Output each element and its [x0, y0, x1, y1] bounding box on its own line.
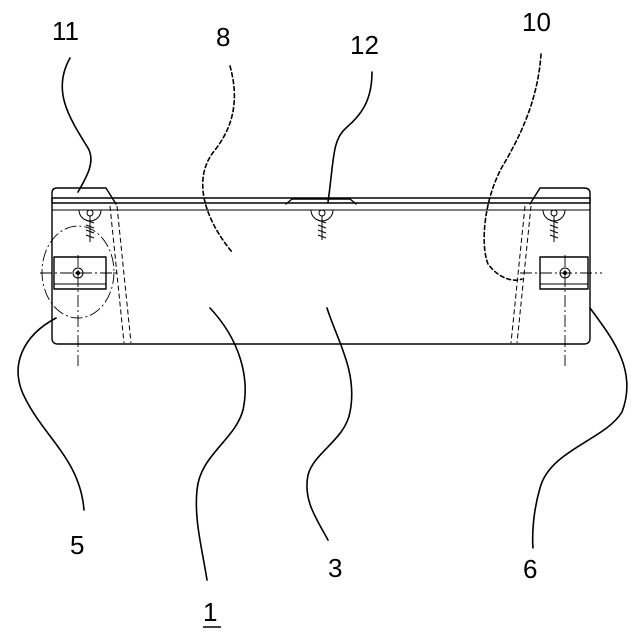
- leader-12: [328, 72, 372, 202]
- left-end-cap: [52, 188, 116, 204]
- label-11: 11: [52, 16, 79, 46]
- leader-11: [62, 58, 91, 192]
- left-hidden-wall-inner: [117, 206, 131, 343]
- body-outline: [52, 198, 590, 344]
- right-hidden-wall-inner: [511, 206, 525, 343]
- label-1: 1: [203, 597, 217, 627]
- leader-3: [307, 308, 352, 540]
- screw-right: [543, 210, 565, 242]
- label-12: 12: [350, 30, 379, 60]
- leader-10: [484, 54, 541, 280]
- label-3: 3: [328, 553, 342, 583]
- right-end-cap: [530, 188, 590, 204]
- label-8: 8: [216, 22, 230, 52]
- label-6: 6: [523, 554, 537, 584]
- screw-center: [311, 210, 333, 240]
- screw-left: [79, 210, 101, 242]
- leader-8: [203, 66, 235, 252]
- leader-5: [18, 318, 84, 510]
- left-hidden-wall-outer: [110, 206, 124, 343]
- right-hidden-wall-outer: [517, 206, 531, 343]
- label-10: 10: [522, 7, 551, 37]
- label-5: 5: [70, 530, 84, 560]
- leader-1: [196, 308, 245, 580]
